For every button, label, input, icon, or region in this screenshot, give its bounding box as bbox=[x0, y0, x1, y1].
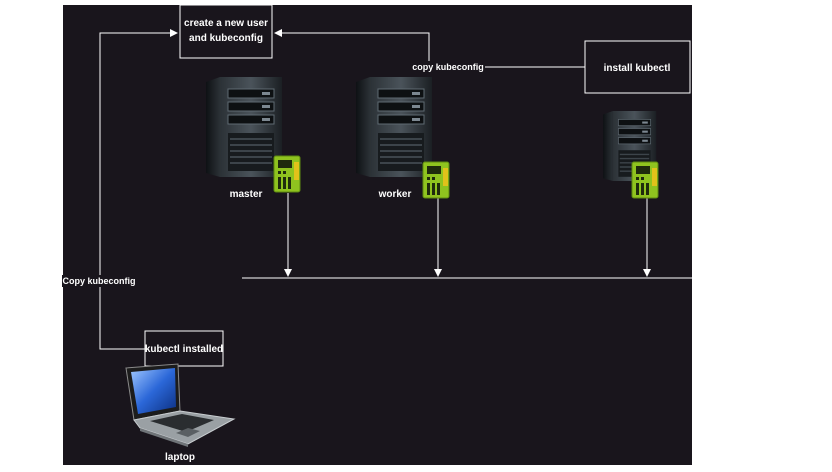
server-icon bbox=[205, 76, 283, 178]
network-card-icon bbox=[273, 155, 301, 193]
create-user-box: create a new user and kubeconfig bbox=[179, 4, 273, 59]
worker-label: worker bbox=[378, 189, 412, 200]
copy-kubeconfig-edge-top bbox=[274, 29, 585, 68]
master-node: master bbox=[205, 76, 301, 200]
laptop-icon bbox=[125, 363, 236, 447]
kubectl-installed-label: kubectl installed bbox=[145, 344, 223, 355]
copy-kubeconfig-label-left: Copy kubeconfig bbox=[62, 276, 135, 286]
network-card-icon bbox=[631, 161, 659, 199]
laptop-node: laptop bbox=[125, 363, 236, 463]
client-server-node bbox=[602, 110, 659, 199]
install-kubectl-box: install kubectl bbox=[584, 40, 691, 94]
install-kubectl-label: install kubectl bbox=[604, 63, 671, 74]
laptop-label: laptop bbox=[165, 452, 195, 463]
kubectl-installed-box: kubectl installed bbox=[144, 330, 224, 367]
master-label: master bbox=[230, 189, 263, 200]
copy-kubeconfig-edge-left bbox=[99, 29, 178, 350]
network-card-icon bbox=[422, 161, 450, 199]
create-user-label-line1: create a new user bbox=[184, 18, 268, 29]
copy-kubeconfig-label-top: copy kubeconfig bbox=[412, 62, 484, 72]
create-user-label-line2: and kubeconfig bbox=[189, 33, 263, 44]
worker-node: worker bbox=[355, 76, 450, 200]
server-icon bbox=[355, 76, 433, 178]
